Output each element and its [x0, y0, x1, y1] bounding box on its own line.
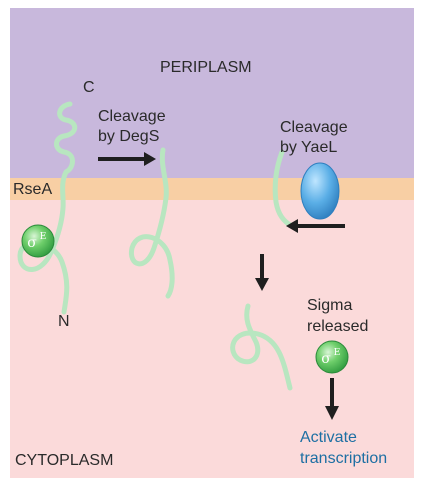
- periplasm-region: [10, 8, 414, 178]
- cytoplasm-label: CYTOPLASM: [15, 452, 114, 469]
- activate-label-line2: transcription: [300, 450, 388, 467]
- release-step-arrow: [255, 254, 269, 291]
- sigma-released-label-line1: Sigma: [307, 297, 353, 314]
- degs-cleavage-label-line1: Cleavage: [98, 108, 166, 125]
- sigma-e-bound-label: σ: [27, 235, 37, 251]
- c-terminus-label: C: [83, 79, 95, 96]
- membrane-band: [10, 178, 414, 200]
- yael-cleavage-arrow: [286, 219, 345, 233]
- degs-cleavage-arrow: [98, 152, 156, 166]
- yael-cleavage-label-line2: by YaeL: [280, 139, 338, 156]
- sigma-released-label-line2: released: [307, 318, 369, 335]
- activate-label-line1: Activate: [300, 429, 357, 446]
- rsea-after-degs-chain: [128, 147, 175, 299]
- sigma-e-released-superscript: E: [334, 348, 341, 358]
- rsea-after-yael-chain: [272, 149, 295, 229]
- cytoplasm-region: [10, 200, 414, 478]
- sigma-e-bound: [21, 224, 55, 258]
- sigma-e-released: [315, 340, 349, 374]
- yael-cleavage-label-line1: Cleavage: [280, 119, 348, 136]
- sigma-e-released-label: σ: [321, 351, 331, 367]
- n-terminus-label: N: [58, 313, 70, 330]
- released-chain-fragment: [230, 303, 293, 391]
- activate-arrow: [325, 378, 339, 420]
- degs-cleavage-label-line2: by DegS: [98, 128, 160, 145]
- periplasm-label: PERIPLASM: [160, 59, 252, 76]
- yael-protease: [300, 162, 340, 220]
- sigma-e-bound-superscript: E: [40, 232, 47, 242]
- rsea-label: RseA: [13, 181, 53, 198]
